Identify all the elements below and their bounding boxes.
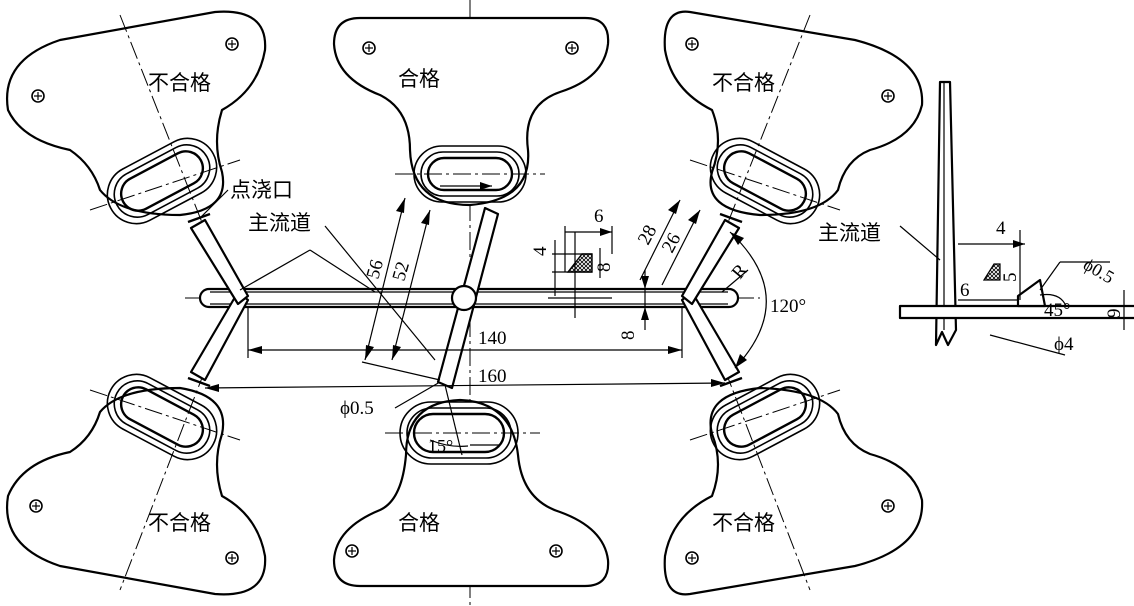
- dimension-lines: [199, 182, 767, 456]
- dim-26: 26: [658, 230, 685, 257]
- dim-4: 4: [530, 246, 551, 256]
- dim-phi-0-5: ϕ0.5: [340, 398, 374, 419]
- gate-tip: [1016, 278, 1047, 308]
- accept-label: 合格: [398, 67, 440, 91]
- side-dim-45deg: 45°: [1044, 300, 1071, 321]
- runner-section-detail: [548, 226, 613, 318]
- part-top-left: 不合格: [6, 10, 267, 231]
- dim-15deg: 15°: [428, 436, 453, 456]
- parting-plate: [898, 304, 1134, 320]
- reject-label: 不合格: [148, 511, 211, 535]
- dim-160: 160: [478, 366, 507, 387]
- branch-runner: [680, 218, 741, 306]
- main-runner-label-side: 主流道: [818, 221, 881, 245]
- accept-label: 合格: [398, 511, 440, 535]
- sprue-circle: [450, 284, 478, 312]
- side-dim-phi-4: ϕ4: [1054, 334, 1074, 355]
- dim-8: 8: [594, 263, 615, 273]
- dim-140: 140: [478, 328, 507, 349]
- part-bottom-center: 合格: [332, 398, 610, 588]
- main-runner-label: 主流道: [248, 211, 311, 235]
- part-bottom-right: 不合格: [663, 369, 924, 596]
- dim-8-runner: 8: [618, 331, 639, 341]
- dim-120deg: 120°: [770, 296, 806, 317]
- reject-label: 不合格: [712, 511, 775, 535]
- point-gate-label: 点浇口: [230, 178, 293, 202]
- part-bottom-left: 不合格: [6, 369, 267, 596]
- sprue-side-view: [898, 80, 1134, 356]
- dim-56: 56: [363, 257, 388, 281]
- side-dim-6: 6: [960, 280, 970, 301]
- sprue-body: [934, 80, 958, 347]
- side-dim-9: 9: [1104, 309, 1125, 319]
- dim-R: R: [728, 260, 752, 283]
- reject-label: 不合格: [148, 71, 211, 95]
- reject-label: 不合格: [712, 71, 775, 95]
- side-dim-4: 4: [996, 218, 1006, 239]
- dim-6: 6: [594, 206, 604, 227]
- side-dim-phi-0-5: ϕ0.5: [1080, 254, 1118, 287]
- part-top-right: 不合格: [663, 10, 924, 231]
- runner-system: [187, 206, 743, 390]
- part-top-center: 合格: [332, 16, 610, 207]
- dim-52: 52: [389, 259, 414, 283]
- branch-runner: [189, 218, 250, 306]
- side-dim-5: 5: [1000, 273, 1021, 283]
